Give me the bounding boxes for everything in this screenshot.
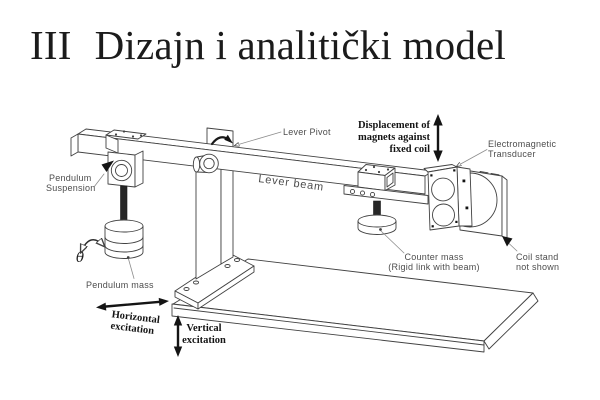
screw-hole: [359, 190, 366, 196]
bolt-hole: [183, 287, 190, 291]
bolt-hole: [224, 264, 231, 268]
counter-mass-label-1: Counter mass: [404, 252, 463, 262]
lever-beam-shape: [70, 128, 434, 195]
coil-stand-label-2: not shown: [516, 262, 559, 272]
counter-mass-shape: [357, 214, 397, 235]
suspension-arrow: [101, 160, 114, 172]
counter-mass-rod: [373, 200, 381, 216]
theta-symbol: θ: [76, 250, 84, 266]
section-title-text: Dizajn i analitički model: [94, 22, 507, 68]
pendulum-mass-label: Pendulum mass: [86, 280, 154, 290]
displacement-arrow: [433, 114, 443, 162]
suspension-bearing-inner: [115, 164, 128, 177]
leader-lines: [93, 131, 518, 279]
transducer-label-2: Transducer: [488, 149, 536, 159]
pendulum-suspension-shape: [105, 129, 147, 188]
pendulum-rod: [120, 185, 128, 223]
screw: [131, 135, 135, 138]
screw-hole: [369, 191, 376, 198]
screw: [114, 133, 118, 136]
horizontal-excitation-label: Horizontal excitation: [110, 309, 161, 337]
pendulum-suspension-label-2: Suspension: [46, 183, 96, 193]
bolt-hole: [192, 280, 200, 285]
vertical-excitation-label-1: Vertical: [186, 323, 221, 334]
pendulum-suspension-label-1: Pendulum: [49, 173, 92, 183]
coil-stand-leader: [508, 243, 518, 252]
pivot-bearing-inner: [203, 157, 215, 170]
magnet-circle: [432, 203, 455, 227]
page-title: III Dizajn i analitički model: [30, 25, 506, 66]
screw: [364, 168, 368, 172]
coil-stand-label-1: Coil stand: [516, 252, 559, 262]
displacement-label-2: magnets against: [358, 132, 431, 143]
lever-pivot-label: Lever Pivot: [283, 127, 331, 137]
displacement-label-1: Displacement of: [358, 120, 431, 131]
link-clamp-block: [357, 164, 396, 191]
vertical-excitation-label-2: excitation: [182, 335, 226, 346]
screw: [377, 170, 381, 174]
magnet-circle: [431, 177, 455, 202]
horizontal-excitation-arrow: [96, 297, 169, 311]
counter-mass-label-2: (Rigid link with beam): [388, 262, 480, 272]
screw: [386, 168, 390, 171]
bolt-hole: [233, 258, 241, 262]
stand-foot-plate: [174, 253, 255, 310]
screw-hole: [349, 188, 356, 195]
pendulum-mass-leader: [128, 258, 135, 279]
lever-pivot-shaft: [192, 153, 219, 174]
pendulum-mass-shape: [104, 219, 144, 259]
displacement-label-3: fixed coil: [389, 144, 430, 155]
pivot-rotation-arrow: [210, 134, 233, 146]
theta-swing-arrow: [81, 240, 104, 252]
link-bracket: [343, 185, 429, 205]
coil-stand-arrow: [502, 236, 513, 247]
transducer-leader: [457, 149, 488, 167]
base-platform: [171, 258, 539, 353]
screw: [372, 165, 376, 169]
transducer-label-1: Electromagnetic: [488, 139, 557, 149]
lever-pivot-leader: [235, 131, 282, 146]
counter-mass-leader: [380, 230, 405, 254]
screw: [139, 134, 143, 137]
svg-text:excitation: excitation: [110, 321, 155, 337]
transducer-shape: [423, 164, 508, 240]
vertical-excitation-arrow: [173, 315, 183, 357]
screw: [122, 130, 126, 133]
section-numeral: III: [30, 22, 72, 68]
suspension-leader: [93, 173, 105, 188]
